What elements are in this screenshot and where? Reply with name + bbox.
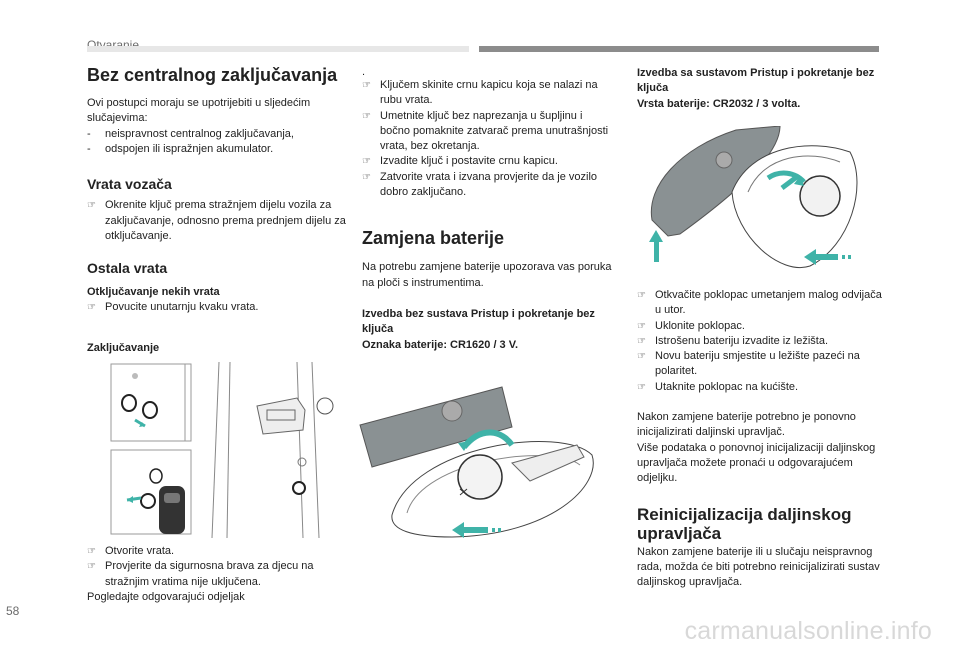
pointing-hand-icon: ☞ [87, 301, 96, 313]
lock-heading: Zaključavanje [87, 342, 160, 355]
reinit-text: Nakon zamjene baterije ili u slučaju nei… [637, 545, 880, 589]
pointing-hand-icon: ☞ [637, 351, 646, 363]
continuation-dot: . [362, 66, 366, 78]
variant1-heading: Izvedba bez sustava Pristup i pokretanje… [362, 307, 595, 336]
pointing-hand-icon: ☞ [362, 171, 371, 183]
driver-door-heading: Vrata vozača [87, 176, 172, 193]
pointing-hand-icon: ☞ [362, 80, 371, 91]
unlock-step: ☞ Povucite unutarnju kvaku vrata. [87, 300, 349, 315]
column-right: Izvedba sa sustavom Pristup i pokretanje… [637, 66, 887, 112]
after-replacement-text: Nakon zamjene baterije potrebno je ponov… [637, 411, 876, 485]
battery-title: Zamjena baterije [362, 228, 505, 249]
intro-text: Ovi postupci moraju se upotrijebiti u sl… [87, 97, 311, 125]
lock-step: ☞ Umetnite ključ bez naprezanja u šuplji… [362, 109, 609, 153]
driver-door-step: ☞ Okrenite ključ prema stražnjem dijelu … [87, 199, 346, 243]
variant2-heading: Izvedba sa sustavom Pristup i pokretanje… [637, 67, 875, 95]
watermark: carmanualsonline.info [684, 617, 932, 645]
pointing-hand-icon: ☞ [637, 290, 646, 301]
header-rule-left [87, 46, 469, 52]
lock-step: ☞ Izvadite ključ i postavite crnu kapicu… [362, 154, 612, 169]
key-fob-illustration [359, 386, 594, 538]
pointing-hand-icon: ☞ [362, 110, 371, 122]
smart-key-illustration [649, 126, 858, 268]
page-number: 58 [6, 604, 20, 618]
pointing-hand-icon: ☞ [637, 335, 646, 347]
header-rule-right [479, 46, 879, 52]
page-title: Bez centralnog zaključavanja [87, 65, 338, 85]
pointing-hand-icon: ☞ [87, 200, 96, 212]
reinit-title: Reinicijalizacija daljinskog upravljača [637, 504, 852, 543]
battery-step: ☞ Novu bateriju smjestite u ležište paze… [637, 350, 860, 378]
variant1-battery: Oznaka baterije: CR1620 / 3 V. [362, 338, 519, 351]
pointing-hand-icon: ☞ [637, 381, 646, 393]
unlock-heading: Otključavanje nekih vrata [87, 285, 220, 298]
column-left-bottom: ☞ Otvorite vrata. ☞ Provjerite da sigurn… [87, 544, 349, 605]
intro-item: -odspojen ili ispražnjen akumulator. [87, 142, 274, 155]
battery-intro: Na potrebu zamjene baterije upozorava va… [362, 261, 612, 289]
final-step: ☞ Provjerite da sigurnosna brava za djec… [87, 560, 314, 588]
battery-step: ☞ Uklonite poklopac. [637, 319, 887, 334]
lock-step: ☞ Ključem skinite crnu kapicu koja se na… [362, 79, 598, 107]
reference-note: Pogledajte odgovarajući odjeljak [87, 590, 245, 603]
column-left: Bez centralnog zaključavanja Ovi postupc… [87, 64, 349, 357]
column-middle: . ☞ Ključem skinite crnu kapicu koja se … [362, 66, 612, 353]
final-step: ☞ Otvorite vrata. [87, 544, 349, 559]
lock-step: ☞ Zatvorite vrata i izvana provjerite da… [362, 170, 598, 199]
door-lock-illustration [110, 361, 334, 539]
pointing-hand-icon: ☞ [87, 546, 96, 557]
column-right-lower: ☞ Otkvačite poklopac umetanjem malog odv… [637, 288, 887, 590]
other-doors-heading: Ostala vrata [87, 260, 168, 277]
variant2-battery: Vrsta baterije: CR2032 / 3 volta. [637, 97, 801, 110]
battery-step: ☞ Istrošenu bateriju izvadite iz ležišta… [637, 334, 887, 349]
pointing-hand-icon: ☞ [637, 320, 646, 332]
battery-step: ☞ Otkvačite poklopac umetanjem malog odv… [637, 289, 882, 317]
intro-item: -neispravnost centralnog zaključavanja, [87, 127, 294, 140]
battery-step: ☞ Utaknite poklopac na kućište. [637, 380, 887, 395]
pointing-hand-icon: ☞ [87, 561, 96, 573]
pointing-hand-icon: ☞ [362, 156, 371, 168]
